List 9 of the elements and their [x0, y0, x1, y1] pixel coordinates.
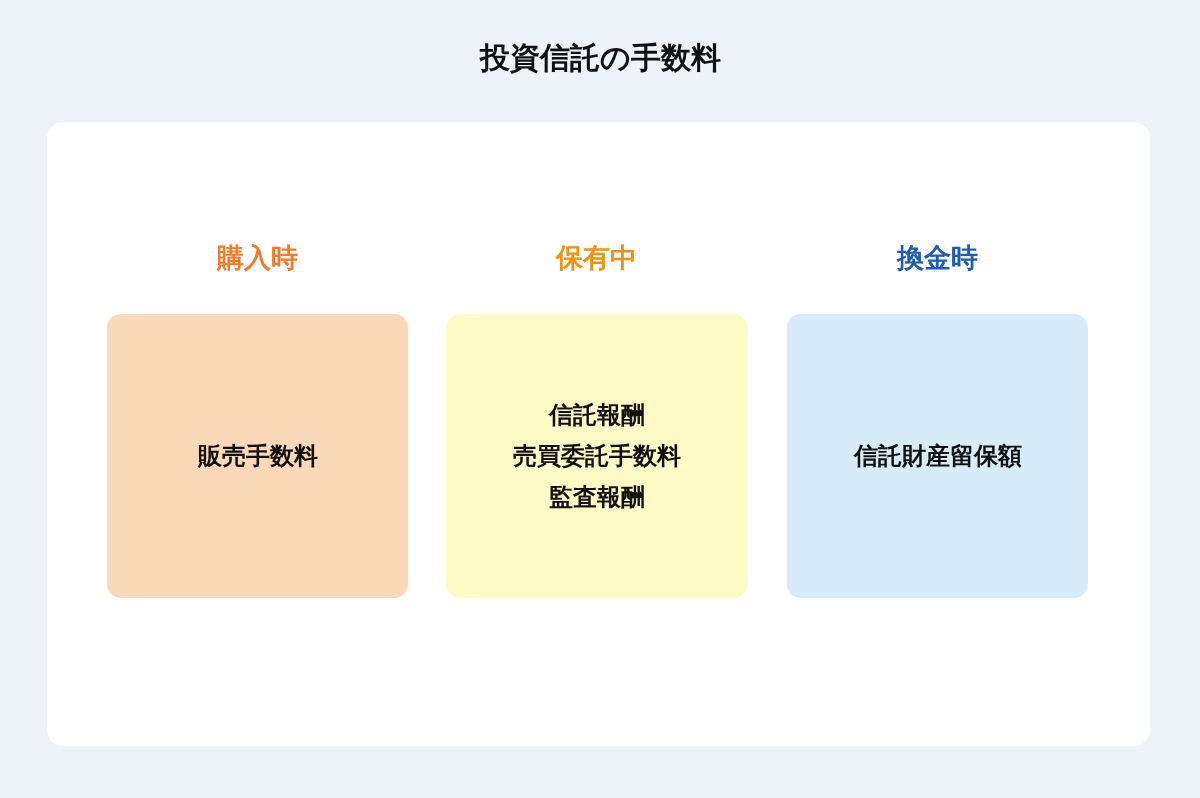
- fee-text: 信託報酬: [548, 399, 645, 431]
- section-heading: 購入時: [217, 241, 298, 275]
- fee-text: 信託財産留保額: [853, 440, 1022, 472]
- section-heading: 保有中: [556, 241, 637, 275]
- section-heading: 換金時: [897, 241, 978, 275]
- title: 投資信託の手数料: [479, 40, 721, 75]
- fee-text: 売買委託手数料: [512, 440, 681, 472]
- fee-text: 販売手数料: [197, 440, 318, 472]
- fee-text: 監査報酬: [548, 481, 645, 513]
